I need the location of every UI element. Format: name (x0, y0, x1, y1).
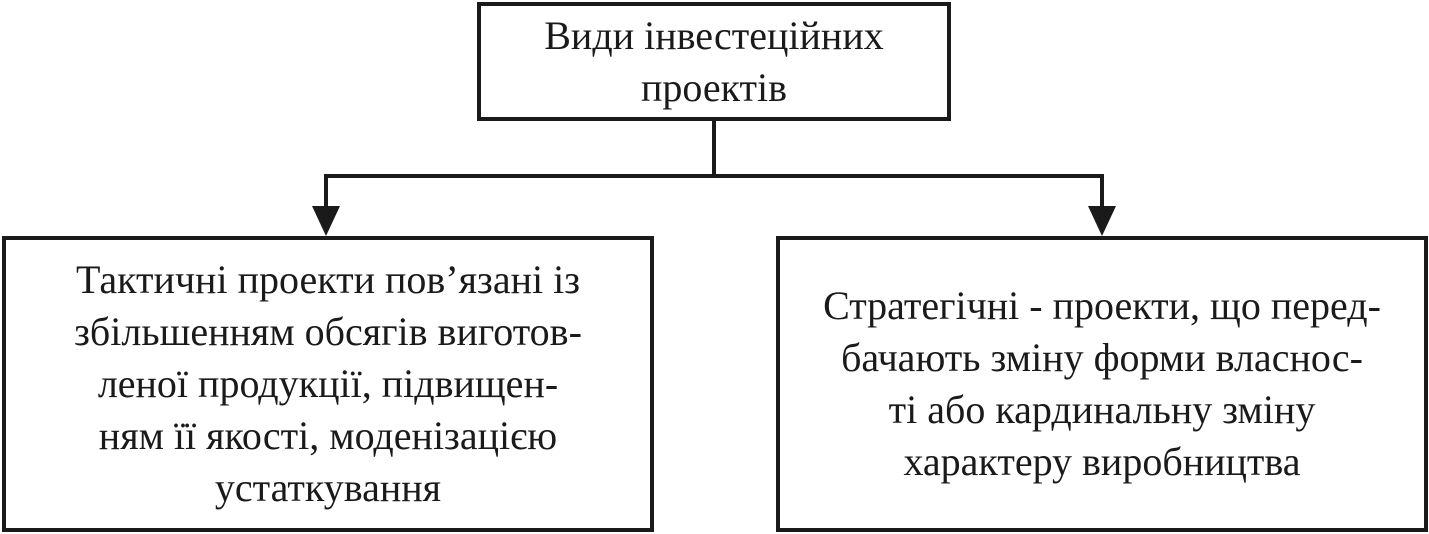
strategic-node-line-4: характеру виробництва (903, 439, 1301, 484)
child-node-strategic-projects: Стратегічні - проекти, що перед- бачають… (776, 236, 1428, 532)
child-node-tactical-projects: Тактичні проекти пов’язані із збільшення… (2, 236, 654, 532)
strategic-node-line-3: ті або кардинальну зміну (888, 387, 1316, 432)
root-node-text: Види інвестеційних проектів (544, 10, 884, 114)
root-node-investment-project-types: Види інвестеційних проектів (477, 2, 951, 121)
tactical-node-line-3: леної продукції, підвищен- (97, 361, 559, 406)
tactical-node-line-1: Тактичні проекти пов’язані із (75, 257, 581, 302)
tactical-node-line-5: устаткування (214, 465, 442, 510)
strategic-node-line-2: бачають зміну форми власнос- (841, 335, 1363, 380)
tactical-node-line-2: збільшенням обсягів виготов- (74, 309, 582, 354)
strategic-node-line-1: Стратегічні - проекти, що перед- (823, 283, 1381, 328)
strategic-node-text: Стратегічні - проекти, що перед- бачають… (823, 280, 1381, 488)
left-arrowhead (312, 206, 340, 236)
tactical-node-line-4: ням її якості, моденізацією (98, 413, 558, 458)
root-node-line-1: Види інвестеційних (544, 12, 884, 58)
right-arrowhead (1088, 206, 1116, 236)
root-node-line-2: проектів (640, 64, 788, 110)
tactical-node-text: Тактичні проекти пов’язані із збільшення… (74, 254, 582, 514)
